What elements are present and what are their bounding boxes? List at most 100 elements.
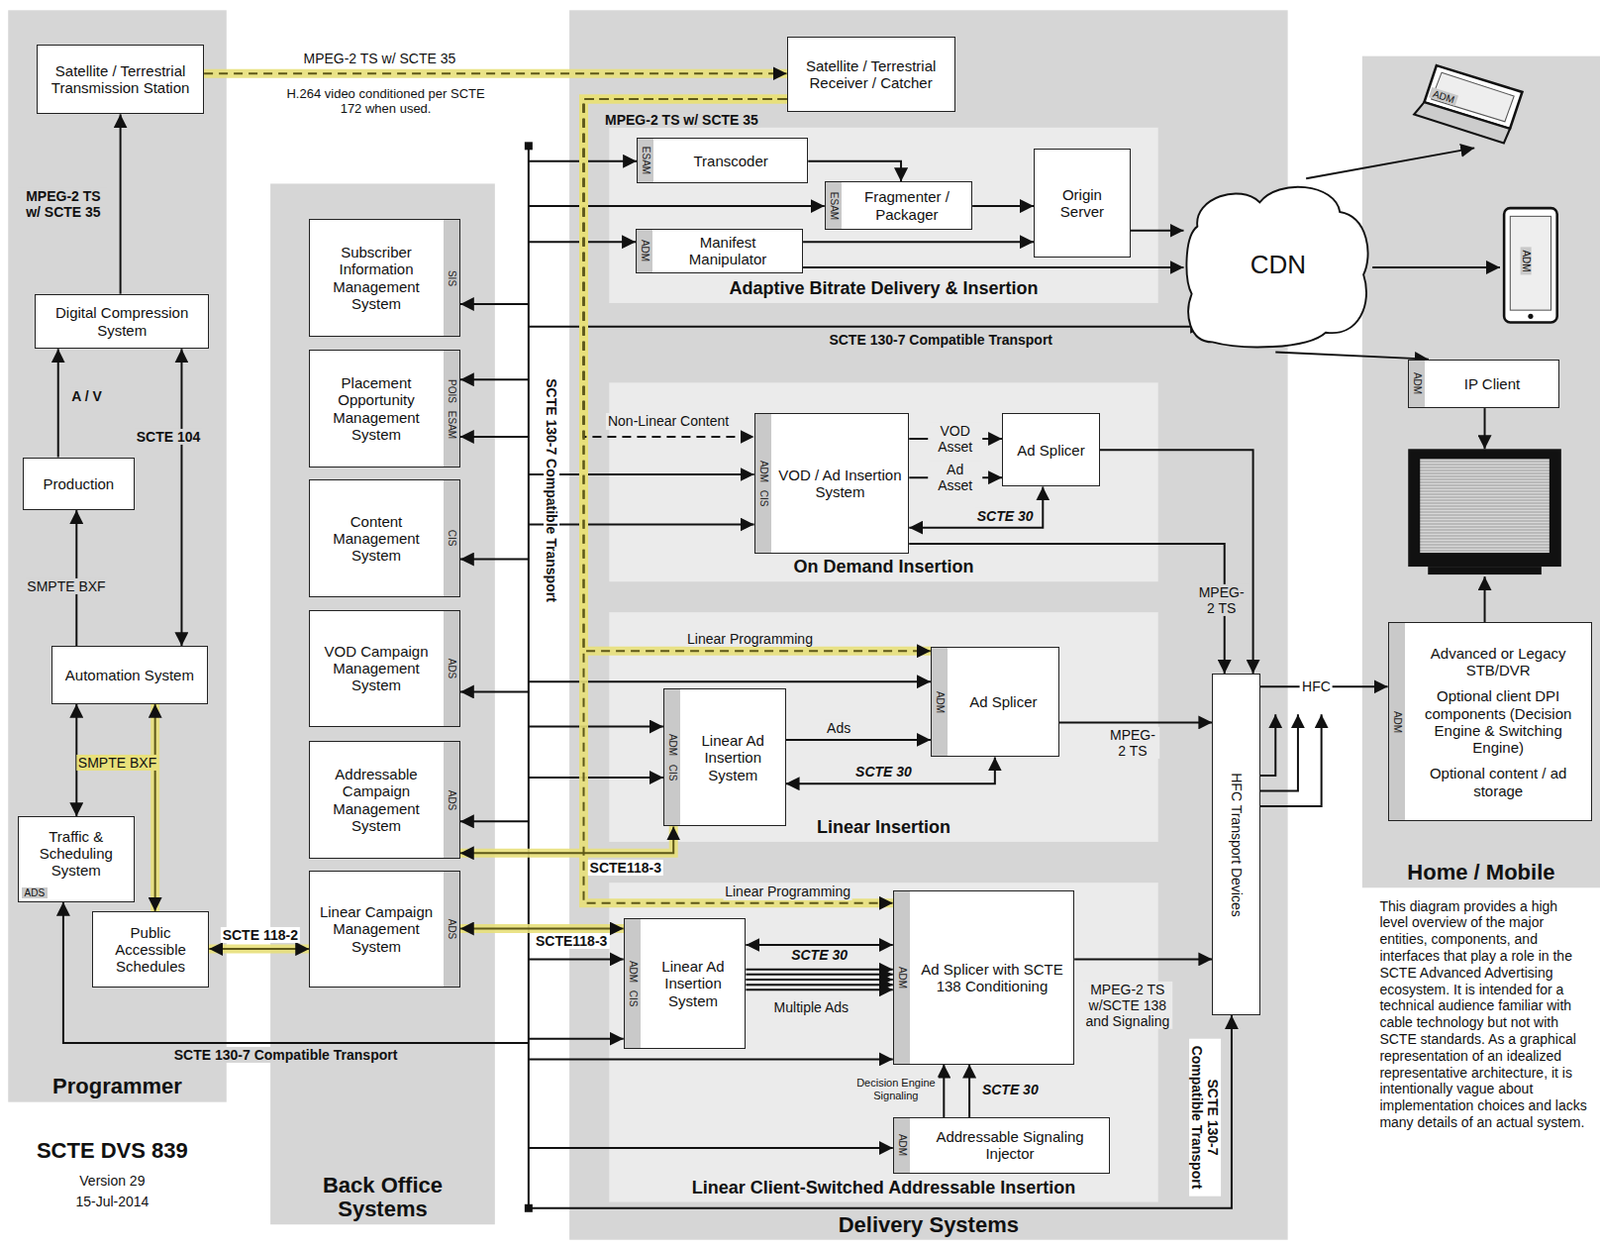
transport-wire	[528, 1037, 624, 1040]
connector	[208, 947, 309, 950]
tag-cell: ESAM	[825, 188, 842, 224]
box-label: Optional client DPI components (Decision…	[1411, 687, 1586, 756]
text-column: Addressable Signaling Injector	[910, 1117, 1110, 1173]
box-label: Subscriber Information Management System	[315, 243, 437, 312]
region-panel: TranscoderESAMFragmenter / PackagerESAMM…	[608, 127, 1158, 303]
region-band: Satellite / Terrestrial Transmission Sta…	[7, 9, 227, 1101]
edge-label: SCTE 30	[980, 1081, 1041, 1098]
tag-strip: CIS	[443, 480, 460, 596]
box-label: CDN	[1250, 250, 1306, 281]
interface-tag: ADM	[626, 959, 638, 982]
text-column: Origin Server	[1034, 149, 1130, 256]
process-box: TranscoderESAM	[636, 137, 808, 184]
connector	[1275, 351, 1429, 359]
bus-end	[524, 141, 533, 150]
text-column: Linear Ad Insertion System	[681, 689, 786, 825]
tag-strip: ADM	[1389, 622, 1405, 820]
box-label: Public Accessible Schedules	[99, 923, 203, 976]
box-label: Digital Compression System	[41, 303, 202, 339]
connector	[460, 825, 674, 853]
text-column: Ad Splicer with SCTE 138 Conditioning	[910, 891, 1074, 1063]
text-column: Advanced or Legacy STB/DVR Optional clien…	[1405, 622, 1592, 820]
connector	[1059, 720, 1213, 723]
process-box: Addressable Signaling InjectorADM	[893, 1116, 1111, 1174]
text-column: Transcoder	[654, 138, 807, 183]
connector	[154, 703, 157, 911]
cdn-cloud: CDN	[1184, 178, 1374, 352]
region-fill	[270, 183, 496, 1224]
edge-label: A / V	[69, 388, 104, 404]
note-label: 15-Jul-2014	[73, 1193, 151, 1209]
tag-strip: ADS	[443, 871, 460, 987]
icon-outline	[1407, 61, 1526, 149]
connector	[57, 348, 60, 457]
box-label: Content Management System	[315, 512, 437, 565]
interface-tag: ESAM	[445, 409, 457, 438]
interface-tag: ADS	[445, 658, 457, 680]
region-panel: Linear Ad Insertion SystemADMCISAd Splic…	[608, 882, 1158, 1201]
transport-wire	[528, 1057, 894, 1060]
region-band: TranscoderESAMFragmenter / PackagerESAMM…	[569, 9, 1289, 1239]
interface-tag: ADM	[1520, 246, 1532, 275]
process-box: Digital Compression System	[34, 294, 209, 350]
interface-tag: ADM	[933, 691, 945, 713]
interface-tag: CIS	[626, 990, 638, 1007]
interface-tag: ADS	[445, 789, 457, 810]
process-box: Satellite / Terrestrial Receiver / Catch…	[787, 36, 956, 112]
tv-icon	[1407, 448, 1562, 575]
connector	[745, 943, 893, 946]
region-heading: Back Office Systems	[270, 1173, 496, 1221]
process-box: Content Management System CIS	[308, 479, 461, 597]
process-box: IP ClientADM	[1407, 359, 1560, 408]
tag-cell: ADM	[664, 729, 681, 760]
panel-heading: On Demand Insertion	[608, 556, 1158, 578]
process-box: Linear Ad Insertion System ADM CIS	[663, 688, 787, 826]
connector	[968, 1064, 971, 1118]
edge-label: MPEG-2 TS w/ SCTE 35	[300, 50, 458, 67]
edge-label: SCTE 30	[853, 763, 914, 780]
transport-wire	[745, 988, 893, 991]
text-column: VOD / Ad Insertion System	[772, 413, 909, 553]
interface-tag: ADM	[1411, 372, 1423, 395]
region-fill	[608, 127, 1158, 303]
region-heading: Delivery Systems	[569, 1212, 1289, 1237]
transport-wire	[1484, 407, 1487, 449]
box-label: Optional content / ad storage	[1411, 764, 1586, 800]
interface-tag: ADM	[757, 460, 769, 483]
tv-body	[1407, 448, 1562, 567]
connector	[942, 1064, 945, 1118]
interface-tag: CIS	[666, 764, 678, 782]
transport-wire	[528, 325, 1204, 328]
box-label: Satellite / Terrestrial Receiver / Catch…	[794, 57, 949, 93]
transport-wire	[528, 1146, 894, 1149]
region-fill	[569, 9, 1289, 1239]
text-column: Ad Splicer	[948, 647, 1059, 756]
process-box: HFC Transport Devices	[1211, 673, 1260, 1015]
box-label: Linear Ad Insertion System	[687, 731, 780, 784]
tablet-icon: ADM	[1500, 203, 1562, 327]
box-label: Ad Splicer with SCTE 138 Conditioning	[916, 960, 1068, 996]
tag-strip: SIS	[443, 219, 460, 335]
text-column: Placement Opportunity Management System	[309, 350, 443, 466]
box-label: Advanced or Legacy STB/DVR	[1411, 644, 1586, 680]
text-column: Addressable Campaign Management System	[309, 741, 443, 859]
edge-label: SCTE 30	[789, 946, 850, 963]
process-box: Satellite / Terrestrial Transmission Sta…	[36, 44, 204, 114]
laptop-base	[1413, 101, 1510, 143]
tag-cell: ADS	[443, 785, 460, 814]
process-box: Origin Server	[1033, 148, 1131, 257]
text-column: IP Client	[1425, 360, 1559, 407]
edge-label: MPEG-2 TS w/ SCTE 35	[18, 188, 109, 220]
process-box: VOD / Ad Insertion SystemADMCIS	[754, 412, 910, 554]
tag-cell: ADM	[624, 956, 641, 987]
text-column: Production	[23, 458, 134, 510]
transport-wire	[745, 983, 893, 986]
process-box: Traffic & Scheduling SystemADS	[17, 815, 136, 902]
note-label: MPEG-2 TS w/ SCTE 35	[602, 110, 761, 127]
note-label: SCTE 130-7 Compatible Transport	[1189, 1038, 1221, 1197]
text-column: VOD Campaign Management System	[309, 610, 443, 725]
tablet-screen	[1509, 215, 1551, 310]
edge-label: Multiple Ads	[772, 999, 851, 1015]
tag-cell: ESAM	[443, 406, 460, 443]
process-box: Automation System	[51, 645, 209, 704]
